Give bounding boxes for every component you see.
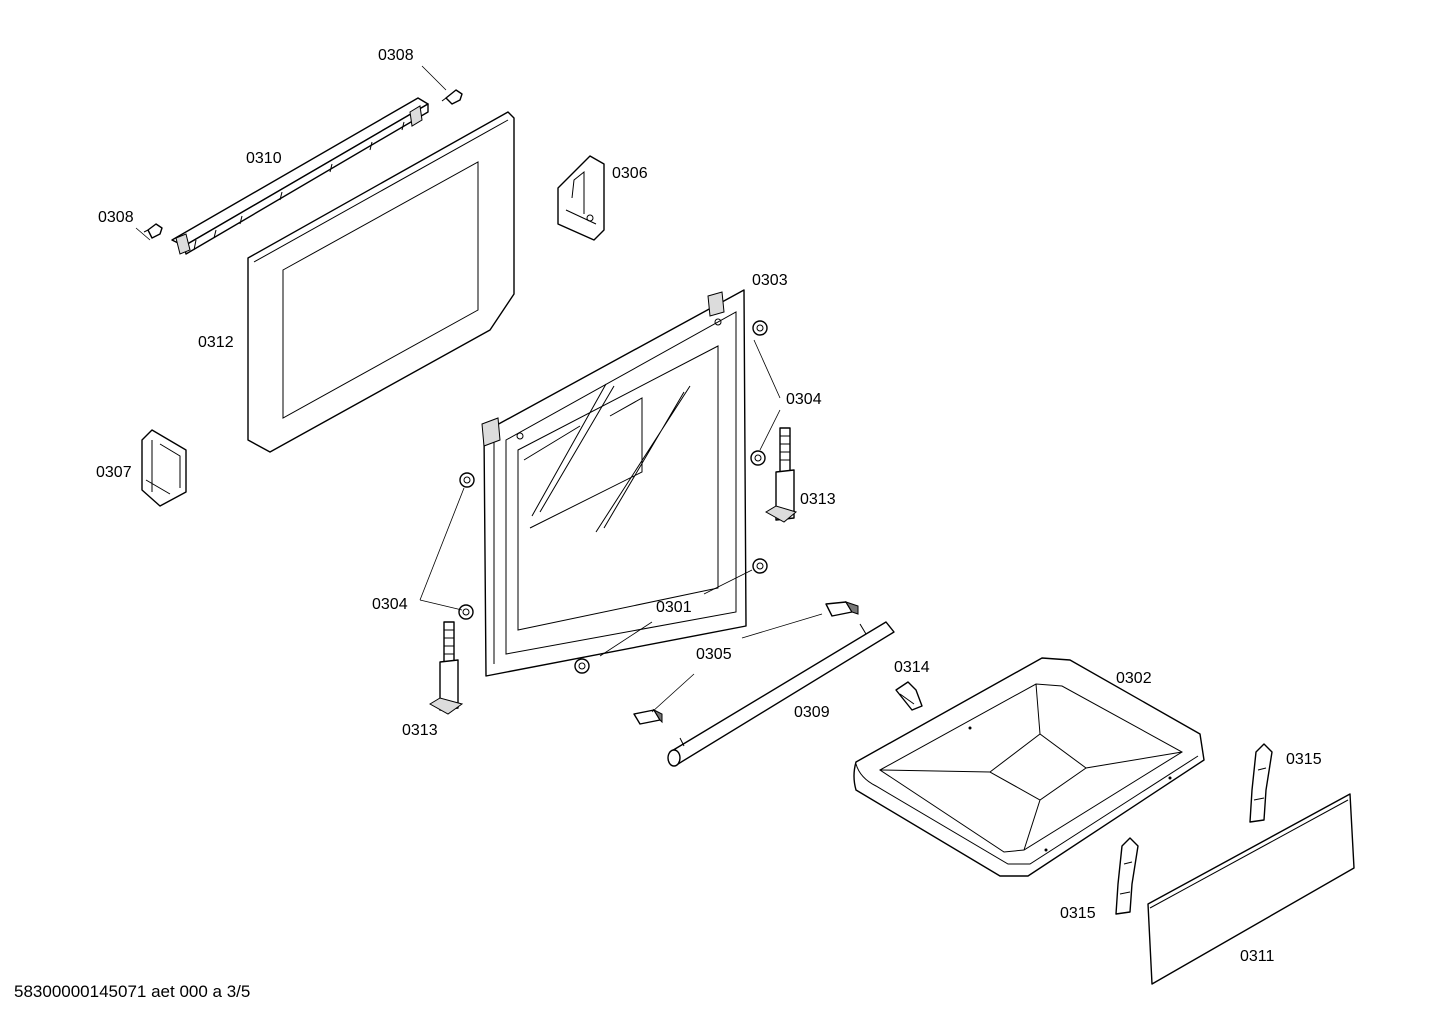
label-0311: 0311 — [1240, 948, 1275, 965]
part-0306-bracket — [557, 155, 605, 241]
label-0301: 0301 — [656, 599, 692, 616]
part-0303-door-panel — [481, 289, 747, 677]
label-0313-left: 0313 — [402, 722, 438, 739]
part-0315-right-clip — [1249, 743, 1273, 823]
label-0304-right: 0304 — [786, 391, 822, 408]
part-0312-inner-glass — [247, 111, 515, 453]
part-0305-handle-holders — [633, 601, 859, 725]
leader-lines — [135, 65, 823, 713]
part-0307-bracket — [141, 429, 187, 507]
label-0315-left: 0315 — [1060, 905, 1096, 922]
label-0305: 0305 — [696, 646, 732, 663]
part-0311-drawer-front — [1147, 793, 1355, 985]
label-0308-top: 0308 — [378, 47, 414, 64]
part-0302-drawer-tray — [853, 657, 1205, 877]
part-0308-left-screw — [143, 223, 163, 239]
part-labels: 0308 0310 0308 0306 0312 0303 0304 0307 … — [96, 47, 1322, 965]
part-0313-right-hinge — [765, 427, 798, 523]
label-0312: 0312 — [198, 334, 234, 351]
drawing-reference-code: 58300000145071 aet 000 a 3/5 — [14, 982, 251, 1001]
label-0309: 0309 — [794, 704, 830, 721]
label-0308-left: 0308 — [98, 209, 134, 226]
label-0313-right: 0313 — [800, 491, 836, 508]
label-0315-right: 0315 — [1286, 751, 1322, 768]
part-0314-clip — [895, 681, 923, 711]
label-0307: 0307 — [96, 464, 132, 481]
label-0303: 0303 — [752, 272, 788, 289]
label-0304-left: 0304 — [372, 596, 408, 613]
part-0304-bushes — [458, 320, 768, 674]
label-0306: 0306 — [612, 165, 648, 182]
part-0315-left-clip — [1115, 837, 1139, 915]
label-0310: 0310 — [246, 150, 282, 167]
label-0314: 0314 — [894, 659, 930, 676]
part-0309-handle-bar — [667, 621, 895, 767]
part-0310-door-top-strip — [171, 97, 429, 255]
part-0308-top-screw — [441, 89, 463, 105]
part-0313-left-hinge — [429, 621, 464, 715]
label-0302: 0302 — [1116, 670, 1152, 687]
